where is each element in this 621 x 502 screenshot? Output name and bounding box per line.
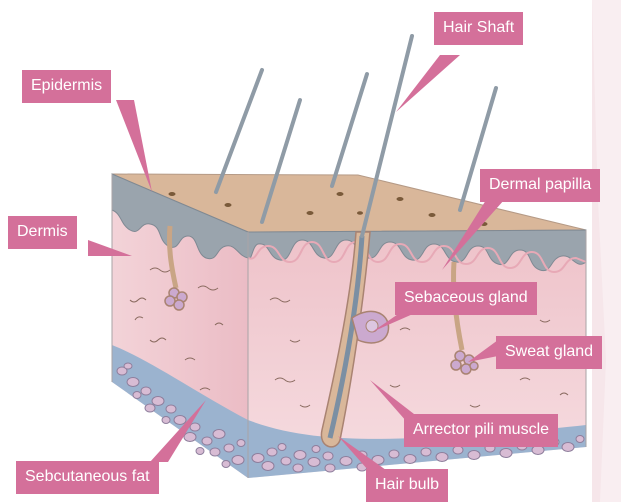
label-hair-bulb: Hair bulb — [366, 469, 448, 502]
label-sweat-gland: Sweat gland — [496, 336, 602, 369]
sebaceous-gland-lobule — [366, 320, 378, 332]
label-sebaceous-gland: Sebaceous gland — [395, 282, 537, 315]
label-epidermis: Epidermis — [22, 70, 111, 103]
label-dermis: Dermis — [8, 216, 77, 249]
label-subcutaneous-fat: Sebcutaneous fat — [16, 461, 159, 494]
label-arrector-pili-muscle: Arrector pili muscle — [404, 414, 558, 447]
label-hair-shaft: Hair Shaft — [434, 12, 523, 45]
label-dermal-papilla: Dermal papilla — [480, 169, 600, 202]
